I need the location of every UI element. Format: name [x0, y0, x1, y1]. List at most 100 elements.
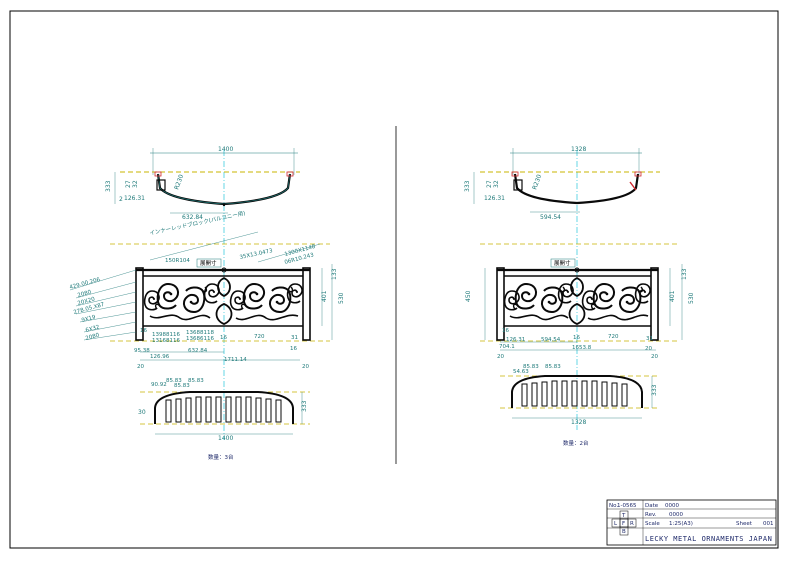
scale-label: Scale — [645, 521, 660, 527]
dim-label: 2 — [119, 196, 123, 203]
right-bottom-rail — [511, 375, 643, 408]
dim-label: 530 — [688, 292, 695, 304]
dim-label: 333 — [301, 400, 308, 412]
dim-label: 429.00.206 — [69, 277, 101, 291]
dim-label: 9X19 — [81, 314, 97, 324]
dim-label: 16 — [573, 335, 580, 341]
left-bottom-rail — [154, 391, 294, 424]
dim-label: 126.31 — [124, 195, 145, 202]
right-label-box: 展開寸 — [554, 259, 571, 267]
dim-label: 27 — [486, 180, 493, 188]
left-plan-view: 1400 333 27 32 126.31 2 R230 632.84 — [105, 146, 300, 221]
field1-label: Date — [645, 503, 659, 509]
drawing-no-label: No. — [609, 503, 618, 509]
field2-label: Rev. — [645, 512, 657, 518]
dim-label: 27 — [125, 180, 132, 188]
left-plan-width: 1400 — [218, 146, 233, 153]
dim-label: 333 — [651, 384, 658, 396]
drawing-no: 1-0565 — [617, 503, 637, 509]
right-quantity: 数量：2台 — [563, 439, 589, 447]
dim-label: 30 — [138, 409, 146, 416]
projection-cells: T L F R B — [611, 510, 637, 536]
left-plan-depth: 333 — [105, 180, 112, 192]
dim-label: 16 — [140, 328, 147, 334]
right-scroll-panel — [503, 276, 651, 325]
dim-label: 2080 — [85, 332, 101, 342]
dim-label: 632.84 — [182, 214, 203, 221]
dim-label: 85.83 — [174, 383, 190, 389]
dim-label: 54.63 — [513, 369, 529, 375]
dim-label: 20X20 — [77, 296, 96, 307]
dim-label: 594.54 — [540, 214, 561, 221]
dim-label: 13988116 — [152, 332, 180, 338]
dim-label: 126.96 — [150, 354, 170, 360]
cell-r: R — [630, 521, 634, 527]
dim-label: 13686116 — [186, 336, 214, 342]
dim-label: 95.38 — [134, 348, 150, 354]
dim-label: 450 — [465, 290, 472, 302]
dim-label: 2080 — [77, 289, 93, 299]
right-plan-width: 1328 — [571, 146, 586, 153]
dim-label: 85.83 — [545, 364, 561, 370]
sheet-border — [9, 10, 779, 549]
dim-label: 6X32 — [85, 324, 100, 333]
dim-label: 126.31 — [484, 195, 505, 202]
left-quantity: 数量：3台 — [208, 453, 234, 461]
left-fan-dims: 429.00.206 2080 20X20 278.05.X87 9X19 6X… — [69, 269, 137, 342]
dim-label: 20 — [302, 364, 309, 370]
cell-l: L — [614, 521, 618, 527]
company-name: LECKY METAL ORNAMENTS JAPAN — [645, 535, 772, 543]
dim-label: 16 — [502, 328, 509, 334]
dim-label: 13688118 — [186, 330, 214, 336]
cell-f: F — [622, 521, 625, 527]
dim-label: 1400 — [218, 435, 233, 442]
dim-label: 31 — [291, 335, 298, 341]
dim-label: 1711.14 — [224, 357, 247, 363]
left-label-box: 展開寸 — [200, 259, 217, 267]
dim-label: 16 — [220, 335, 227, 341]
dim-label: 126.31 — [506, 337, 525, 343]
right-plan-view: 1328 333 27 32 126.31 R230 594.54 — [464, 146, 660, 221]
left-scroll-panel — [143, 276, 303, 325]
dim-label: 85.83 — [523, 364, 539, 370]
dim-label: 31 — [646, 336, 653, 342]
dim-label: 401 — [669, 290, 676, 302]
dim-label: 133 — [681, 268, 688, 280]
dim-label: 20 — [651, 354, 658, 360]
dim-label: 20 — [645, 346, 652, 352]
dim-label: 85.83 — [188, 378, 204, 384]
dim-label: 13168116 — [152, 338, 180, 344]
dim-label: 20 — [497, 354, 504, 360]
title-block: No. 1-0565 Date 0000 Rev. 0000 Scale 1:2… — [606, 499, 777, 546]
right-post-r — [650, 267, 659, 341]
dim-label: R230 — [531, 173, 543, 190]
left-bottom-pickets — [165, 396, 282, 423]
cell-b: B — [622, 529, 626, 535]
dim-label: 594.54 — [541, 337, 561, 343]
dim-label: 32 — [132, 180, 139, 188]
sheet-value: 001 — [763, 521, 774, 527]
left-bracket-l — [154, 171, 162, 177]
left-post-l — [135, 267, 144, 341]
field2-value: 0000 — [669, 512, 683, 518]
right-elevation-view: 展開寸 450 401 530 133 126.31 594.54 720 16… — [465, 243, 695, 360]
leader-note: 150R104 — [165, 258, 190, 264]
sheet-label: Sheet — [736, 521, 753, 527]
scale-value: 1:25(A3) — [669, 521, 693, 527]
cell-t: T — [621, 513, 626, 519]
dim-label: 133 — [331, 268, 338, 280]
dim-label: 1328 — [571, 419, 586, 426]
left-elevation-view: 展開寸 インナーレッドブロック(バルコニー用) 150R104 35X13.04… — [69, 209, 345, 370]
dim-label: 1653.8 — [572, 345, 592, 351]
dim-label: 530 — [338, 292, 345, 304]
left-bracket-r — [286, 171, 294, 177]
dim-label: 16 — [290, 346, 297, 352]
right-view: 1328 333 27 32 126.31 R230 594.54 — [464, 146, 695, 447]
left-view: 1400 333 27 32 126.31 2 R230 632.84 — [69, 146, 345, 461]
dim-label: R230 — [173, 173, 185, 190]
dim-label: 704.1 — [499, 344, 515, 350]
dim-label: 720 — [608, 334, 619, 340]
right-bottom-view: 1328 333 85.83 85.83 54.63 — [500, 364, 660, 426]
dim-label: 90.92 — [151, 382, 167, 388]
